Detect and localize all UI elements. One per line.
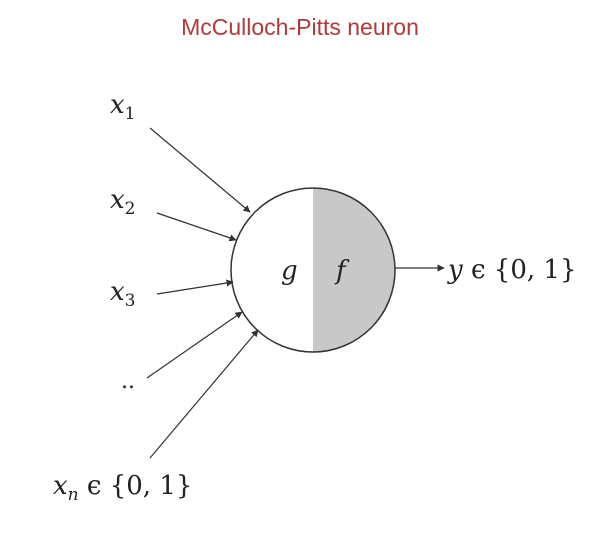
input-line-1 xyxy=(149,127,251,213)
input-label-ellipsis: .. xyxy=(121,369,135,394)
aggregator-label: g xyxy=(281,256,298,286)
input-label-2: x2 xyxy=(110,185,136,219)
neuron-body xyxy=(230,187,396,353)
input-line-n xyxy=(149,329,259,459)
activation-half xyxy=(313,188,395,352)
input-label-n: xn ϵ {0, 1} xyxy=(53,471,192,505)
output-label: y ϵ {0, 1} xyxy=(447,255,577,285)
input-line-4 xyxy=(146,311,243,379)
input-line-3 xyxy=(156,279,234,295)
input-line-2 xyxy=(156,212,237,242)
diagram-title: McCulloch-Pitts neuron xyxy=(181,14,419,40)
input-label-1: x1 xyxy=(110,90,136,124)
input-label-3: x3 xyxy=(110,277,136,311)
